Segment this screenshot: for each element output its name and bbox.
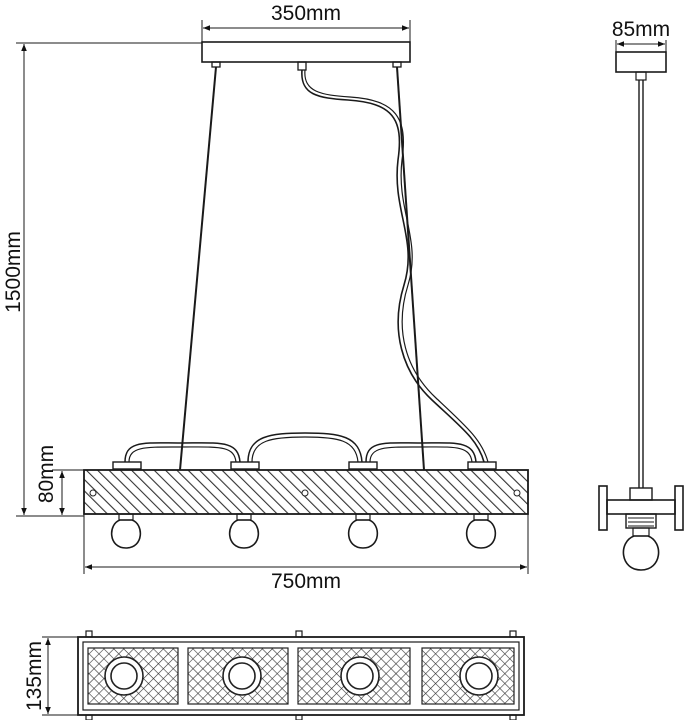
front-view: 350mm 1500mm 80mm 750mm [2, 2, 529, 593]
side-view: 85mm [598, 18, 684, 571]
suspension-wire-left [179, 66, 217, 471]
beam-depth-label: 135mm [23, 641, 46, 711]
top-view: 135mm [23, 630, 525, 720]
beam-height-label: 80mm [35, 445, 58, 503]
beam-length-label: 750mm [271, 570, 341, 593]
side-canopy [615, 51, 667, 73]
top-bulbs [104, 656, 499, 696]
total-height-label: 1500mm [2, 231, 25, 313]
side-bulb [622, 535, 660, 571]
canopy-width-label: 350mm [271, 2, 341, 25]
top-socket-caps [112, 461, 497, 470]
power-cord [301, 69, 485, 463]
light-bulbs [110, 513, 497, 549]
suspension-wire-right [396, 66, 425, 471]
side-beam-profile [606, 499, 676, 515]
canopy [201, 41, 411, 63]
side-width-label: 85mm [612, 18, 670, 41]
